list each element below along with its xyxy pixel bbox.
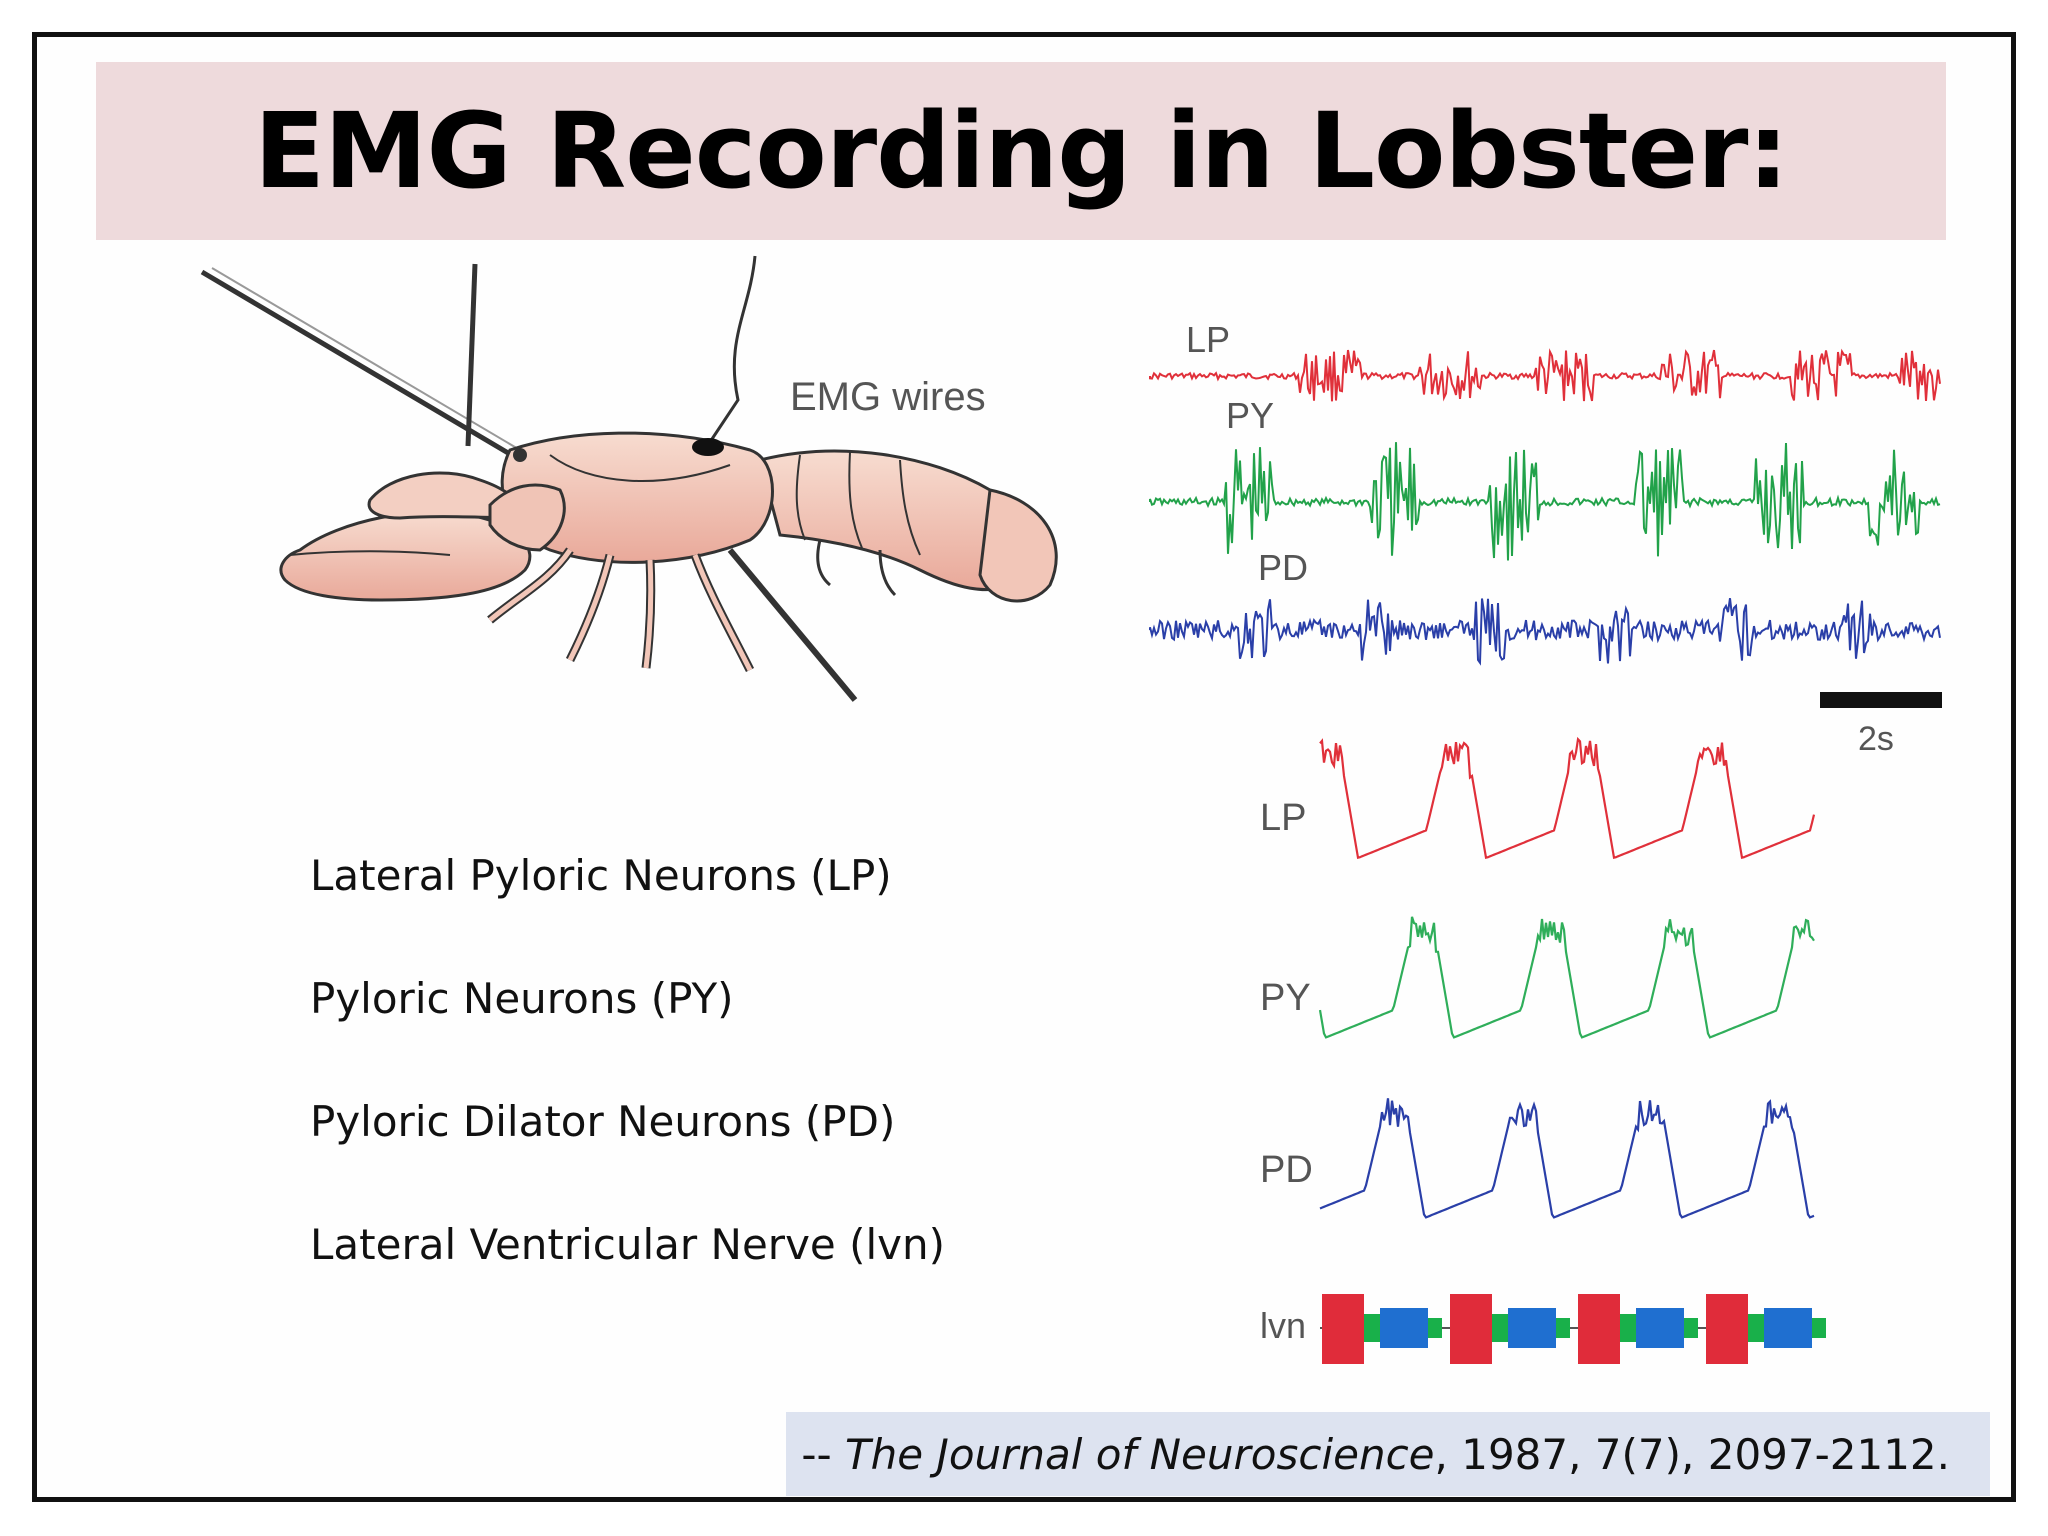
trace-line-lp	[1149, 348, 1941, 402]
lvn-py-block-0	[1364, 1314, 1380, 1342]
neuron-item-pd: Pyloric Dilator Neurons (PD)	[310, 1097, 896, 1146]
wave-label-py: PY	[1260, 977, 1311, 1019]
emg-wires-label: EMG wires	[790, 375, 986, 419]
lvn-pd-block-2	[1636, 1308, 1684, 1348]
neuron-list: Lateral Pyloric Neurons (LP) Pyloric Neu…	[310, 840, 945, 1332]
lvn-label: lvn	[1260, 1305, 1306, 1346]
lvn-pd-block-1	[1508, 1308, 1556, 1348]
citation-box: -- The Journal of Neuroscience, 1987, 7(…	[786, 1412, 1990, 1496]
trace-label-py: PY	[1226, 395, 1274, 436]
lvn-py-tail-3	[1812, 1318, 1826, 1338]
trace-label-lp: LP	[1186, 319, 1230, 360]
extracellular-traces: LP PY PD 2s	[1149, 319, 1942, 758]
neuron-item-lvn: Lateral Ventricular Nerve (lvn)	[310, 1220, 946, 1269]
intracellular-waveforms: LP PY PD lvn	[1260, 736, 1826, 1364]
slide-title: EMG Recording in Lobster:	[254, 90, 1789, 212]
neuron-item-lp: Lateral Pyloric Neurons (LP)	[310, 851, 892, 900]
lvn-py-tail-2	[1684, 1318, 1698, 1338]
wave-line-py	[1318, 916, 1815, 1039]
scale-bar	[1820, 692, 1942, 708]
trace-label-pd: PD	[1258, 547, 1308, 588]
wave-line-pd	[1319, 1098, 1815, 1219]
citation: -- The Journal of Neuroscience, 1987, 7(…	[801, 1430, 1950, 1479]
lvn-activity-bar	[1320, 1294, 1826, 1364]
citation-prefix: --	[801, 1429, 845, 1479]
trace-line-py	[1149, 442, 1941, 561]
lvn-lp-block-3	[1706, 1294, 1748, 1364]
wave-label-lp: LP	[1260, 797, 1306, 839]
lvn-lp-block-1	[1450, 1294, 1492, 1364]
title-band: EMG Recording in Lobster:	[96, 62, 1946, 240]
lobster-illustration: EMG wires	[200, 255, 1058, 702]
neuron-item-py: Pyloric Neurons (PY)	[310, 974, 734, 1023]
lvn-lp-block-0	[1322, 1294, 1364, 1364]
wave-line-lp	[1319, 736, 1816, 860]
lvn-lp-block-2	[1578, 1294, 1620, 1364]
lvn-pd-block-0	[1380, 1308, 1428, 1348]
lvn-py-tail-1	[1556, 1318, 1570, 1338]
citation-journal: The Journal of Neuroscience	[844, 1429, 1435, 1479]
scale-bar-label: 2s	[1858, 720, 1894, 758]
lvn-pd-block-3	[1764, 1308, 1812, 1348]
lvn-py-tail-0	[1428, 1318, 1442, 1338]
lvn-py-block-2	[1620, 1314, 1636, 1342]
trace-line-pd	[1149, 598, 1941, 666]
lvn-py-block-3	[1748, 1314, 1764, 1342]
citation-suffix: , 1987, 7(7), 2097-2112.	[1434, 1429, 1950, 1479]
slide-frame	[32, 32, 2016, 1502]
lvn-py-block-1	[1492, 1314, 1508, 1342]
wave-label-pd: PD	[1260, 1149, 1313, 1191]
